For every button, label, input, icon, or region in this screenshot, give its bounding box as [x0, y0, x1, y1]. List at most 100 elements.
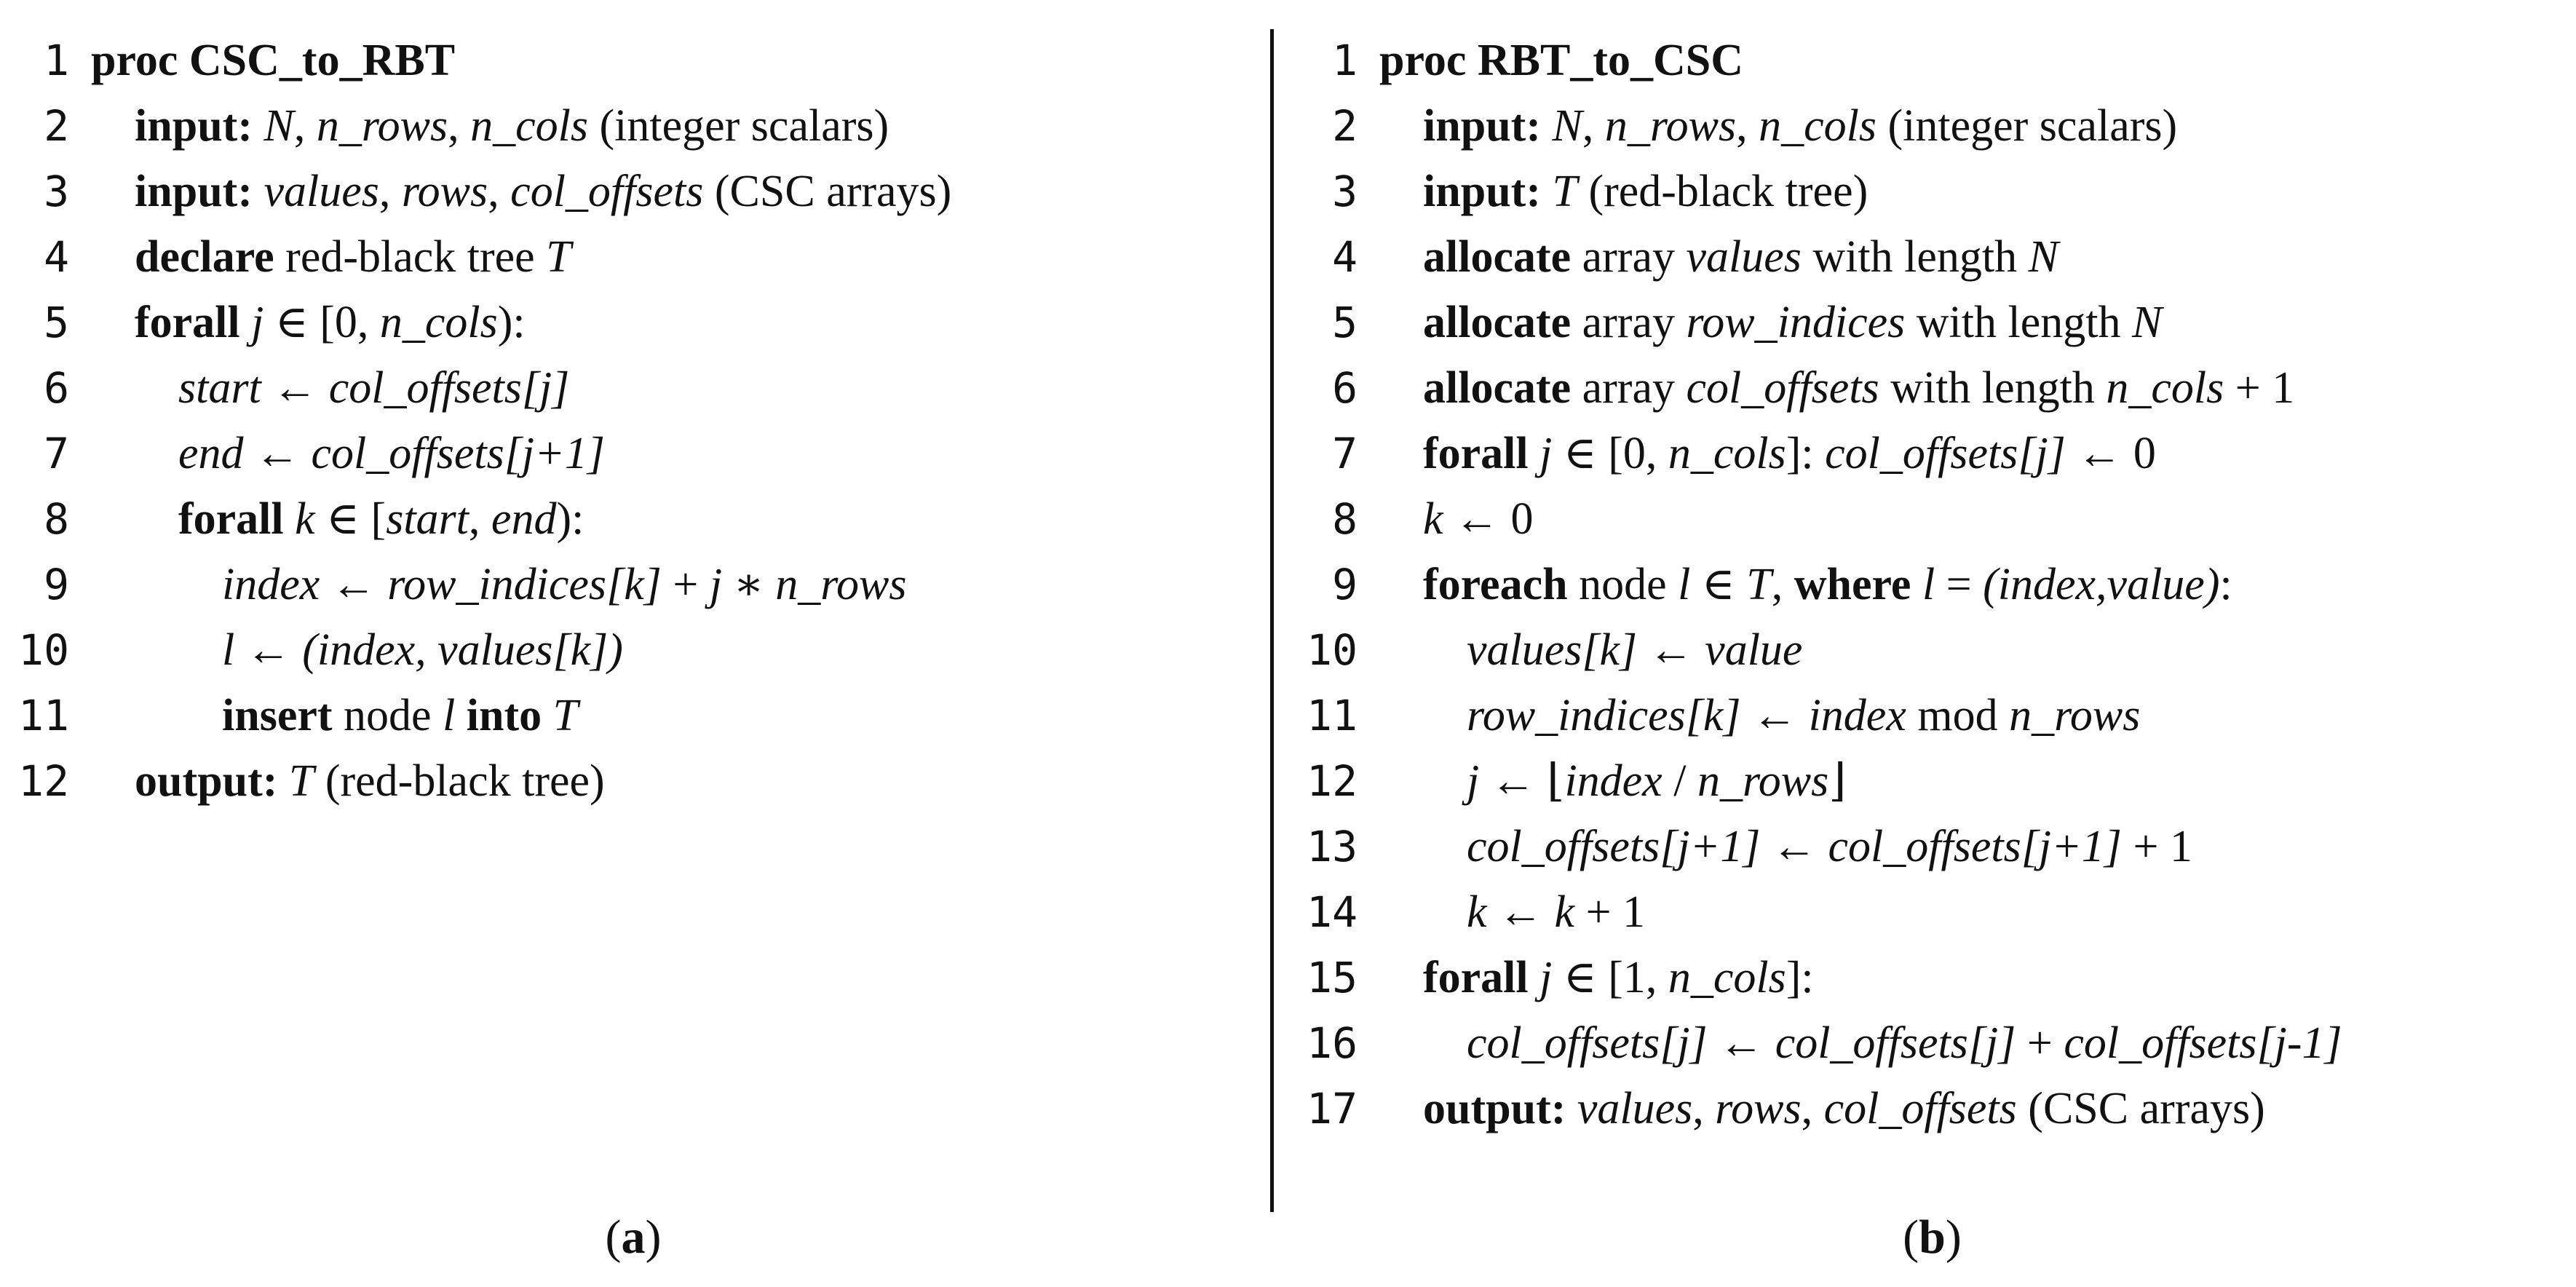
code-fragment: ]:	[1786, 953, 1814, 1002]
code-fragment: ← 0	[1443, 494, 1534, 544]
code-fragment: (integer scalars)	[588, 101, 889, 151]
identifier: row_indices	[1686, 298, 1906, 347]
identifier: k	[295, 494, 315, 544]
code-text: proc RBT_to_CSC	[1379, 28, 1743, 93]
code-fragment: +	[2016, 1018, 2064, 1068]
identifier: index	[222, 560, 320, 609]
identifier: N	[263, 101, 294, 151]
panel-divider	[1270, 29, 1274, 1212]
line-number: 16	[1307, 1018, 1358, 1068]
identifier: rows	[401, 167, 488, 216]
code-text: insert node l into T	[222, 683, 578, 748]
line-number: 9	[1332, 560, 1358, 609]
line-number: 17	[1307, 1084, 1358, 1133]
code-fragment: (red-black tree)	[314, 756, 605, 806]
code-fragment: ←	[243, 429, 312, 478]
line-number: 1	[44, 36, 69, 85]
line-number: 15	[1307, 953, 1358, 1002]
code-fragment: with length	[1801, 232, 2029, 282]
line-number: 5	[44, 298, 69, 347]
identifier: col_offsets	[510, 167, 704, 216]
identifier: T	[1746, 560, 1772, 609]
code-fragment: :	[2219, 560, 2232, 609]
keyword: forall	[1423, 429, 1529, 478]
identifier: n_cols	[1668, 429, 1786, 478]
code-fragment: ← 0	[2065, 429, 2156, 478]
identifier: col_offsets[j+1]	[311, 429, 606, 478]
code-fragment: + 1	[1574, 887, 1646, 937]
code-fragment: ,	[1582, 101, 1605, 151]
keyword: forall	[1423, 953, 1529, 1002]
identifier: n_cols	[2106, 363, 2224, 413]
code-fragment: with length	[1905, 298, 2132, 347]
identifier: index	[1808, 691, 1906, 740]
identifier: col_offsets[j+1]	[1467, 822, 1761, 871]
line-number: 7	[1332, 429, 1358, 478]
code-fragment: ∈ [0,	[263, 298, 380, 347]
line-number: 7	[44, 429, 69, 478]
line-number: 11	[18, 691, 69, 740]
identifier: (index, values[k])	[302, 625, 623, 675]
line-number: 9	[44, 560, 69, 609]
identifier: k	[1423, 494, 1443, 544]
identifier: l	[1922, 560, 1935, 609]
code-text: l ← (index, values[k])	[222, 617, 623, 683]
identifier: values	[1686, 232, 1802, 282]
identifier: start	[178, 363, 261, 413]
code-text: output: values, rows, col_offsets (CSC a…	[1423, 1076, 2265, 1141]
code-fragment: ←	[1760, 822, 1828, 871]
code-fragment	[253, 167, 264, 216]
line-number: 12	[18, 756, 69, 806]
code-fragment: (integer scalars)	[1876, 101, 2178, 151]
keyword: allocate	[1423, 298, 1572, 347]
keyword: input:	[1423, 167, 1541, 216]
code-text: start ← col_offsets[j]	[178, 355, 569, 421]
code-fragment	[1541, 101, 1553, 151]
code-text: forall j ∈ [0, n_cols):	[135, 290, 526, 355]
code-fragment: ,	[379, 167, 402, 216]
code-text: allocate array col_offsets with length n…	[1423, 355, 2294, 421]
line-number: 13	[1307, 822, 1358, 871]
code-fragment	[542, 691, 553, 740]
identifier: l	[222, 625, 235, 675]
keyword: into	[466, 691, 542, 740]
code-fragment: ←	[1707, 1018, 1775, 1068]
keyword: proc CSC_to_RBT	[91, 36, 456, 85]
code-fragment: ←	[1637, 625, 1705, 675]
keyword: declare	[135, 232, 274, 282]
identifier: rows	[1715, 1084, 1802, 1133]
identifier: j	[251, 298, 264, 347]
code-text: input: T (red-black tree)	[1423, 159, 1868, 224]
code-fragment: + 1	[2122, 822, 2192, 871]
code-fragment: ,	[488, 167, 511, 216]
code-fragment: ⌋	[1828, 756, 1847, 806]
identifier: col_offsets	[1686, 363, 1879, 413]
code-text: input: N, n_rows, n_cols (integer scalar…	[135, 93, 889, 159]
line-number: 10	[18, 625, 69, 675]
code-fragment	[1529, 429, 1540, 478]
code-fragment: mod	[1906, 691, 2010, 740]
code-fragment: + 1	[2224, 363, 2295, 413]
identifier: end	[178, 429, 244, 478]
code-text: forall j ∈ [0, n_cols]: col_offsets[j] ←…	[1423, 421, 2156, 486]
code-fragment	[253, 101, 264, 151]
code-text: row_indices[k] ← index mod n_rows	[1467, 683, 2140, 748]
code-fragment: array	[1571, 363, 1687, 413]
identifier: (index,value)	[1983, 560, 2220, 609]
identifier: col_offsets	[1823, 1084, 2017, 1133]
code-fragment: node	[1567, 560, 1679, 609]
identifier: j	[1539, 429, 1553, 478]
identifier: col_offsets[j]	[1775, 1018, 2016, 1068]
identifier: end	[491, 494, 557, 544]
code-fragment: array	[1571, 298, 1687, 347]
code-text: allocate array values with length N	[1423, 224, 2058, 290]
caption-open: (	[605, 1211, 622, 1264]
code-text: values[k] ← value	[1467, 617, 1802, 683]
code-fragment: ):	[556, 494, 584, 544]
code-text: proc CSC_to_RBT	[91, 28, 455, 93]
keyword: allocate	[1423, 363, 1572, 413]
code-text: col_offsets[j+1] ← col_offsets[j+1] + 1	[1467, 814, 2192, 879]
identifier: col_offsets[j]	[328, 363, 570, 413]
code-text: forall j ∈ [1, n_cols]:	[1423, 945, 1814, 1010]
identifier: n_rows	[775, 560, 907, 609]
